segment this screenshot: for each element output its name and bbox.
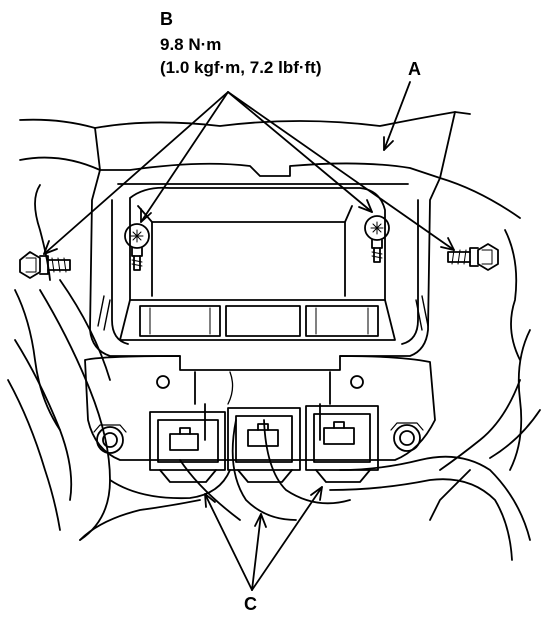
ground-bolt-left-icon xyxy=(93,424,127,454)
torque-spec-alternate-units: (1.0 kgf·m, 7.2 lbf·ft) xyxy=(160,58,322,77)
left-harness xyxy=(7,279,231,541)
bolt-b-right-icon xyxy=(447,243,499,271)
leader-lines-b xyxy=(43,91,455,255)
ground-bolt-right-icon xyxy=(390,422,424,452)
bolt-b-inner-left-icon xyxy=(124,223,150,271)
control-unit xyxy=(119,186,396,341)
leader-line-a xyxy=(383,81,411,151)
connector-c-1 xyxy=(149,411,226,483)
lower-mounting-plate xyxy=(84,355,436,461)
module-bracket-a xyxy=(89,162,441,357)
torque-spec-nm: 9.8 N·m xyxy=(160,35,222,54)
connector-label-c: C xyxy=(244,594,257,614)
connector-c-2 xyxy=(227,407,301,483)
leader-lines-c xyxy=(204,486,323,591)
connector-c-3 xyxy=(305,405,379,483)
right-harness xyxy=(429,379,541,521)
bolt-label-b: B xyxy=(160,9,173,29)
bolt-b-left-icon xyxy=(19,251,71,279)
dashboard-panel xyxy=(14,111,531,471)
bracket-label-a: A xyxy=(408,59,421,79)
bolt-b-inner-right-icon xyxy=(364,215,390,263)
